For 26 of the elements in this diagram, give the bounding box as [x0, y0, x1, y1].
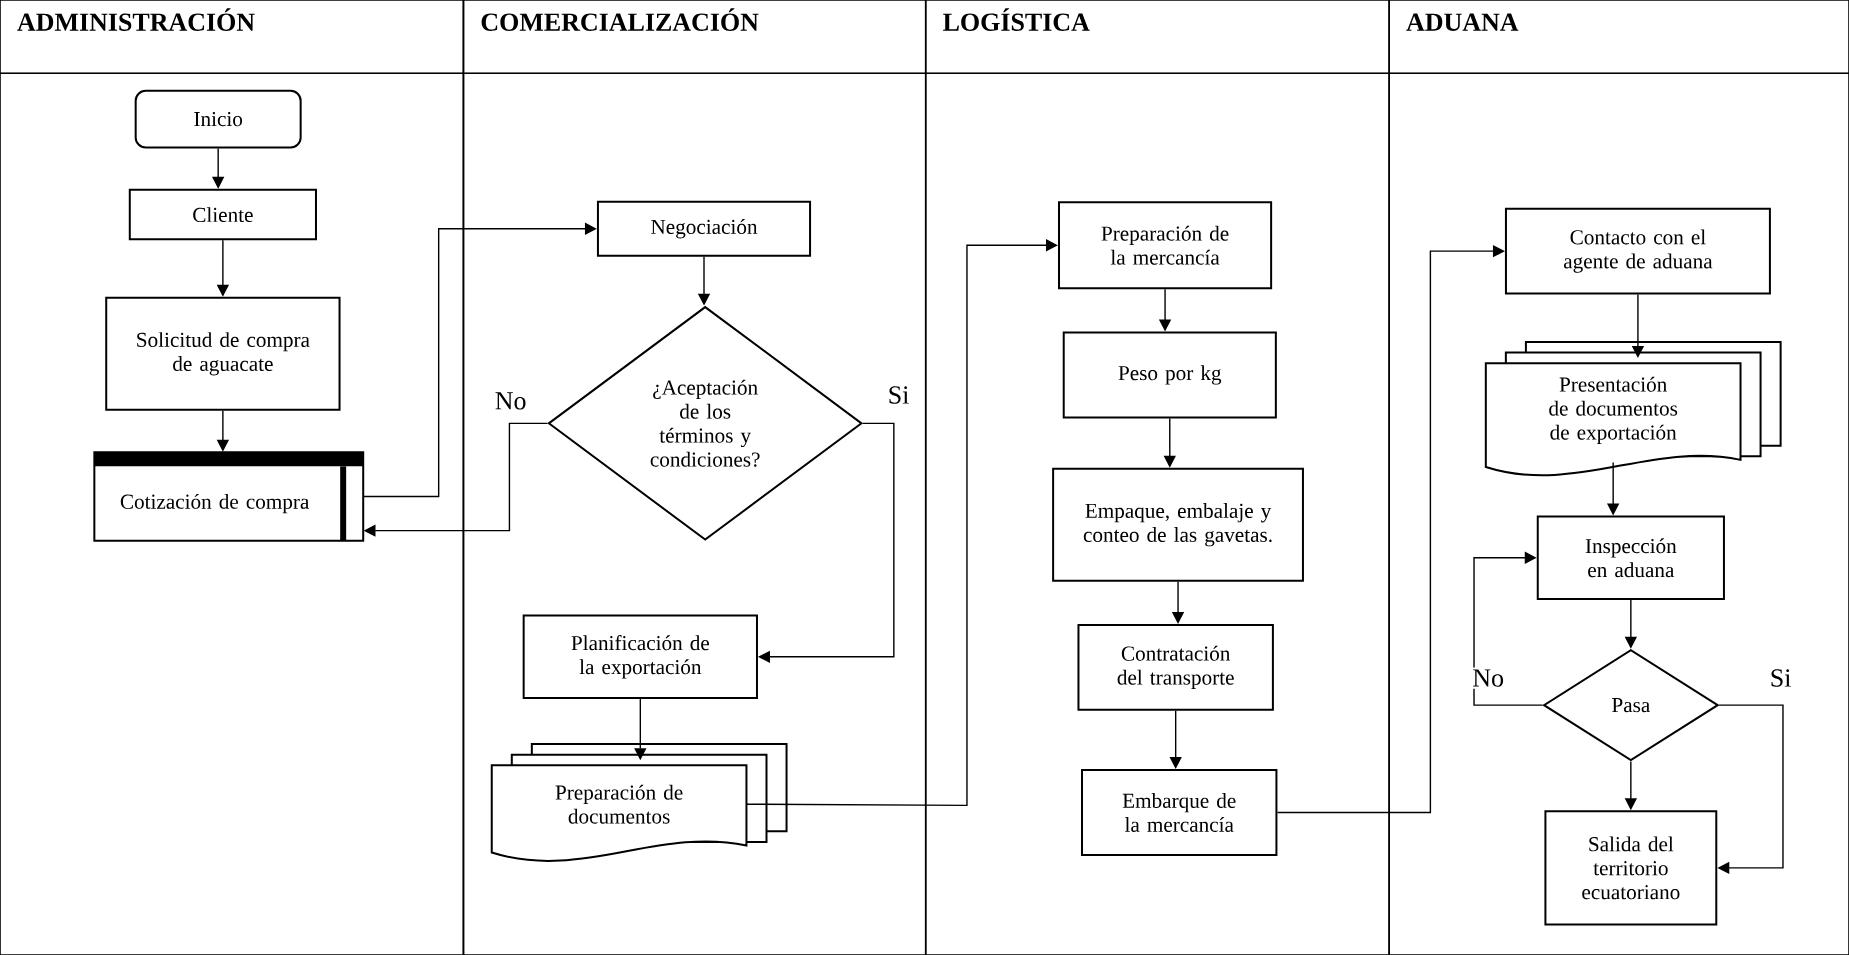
- edge-label: No: [492, 390, 529, 412]
- process-box: Salida del territorio ecuatoriano: [1544, 810, 1718, 926]
- process-box: Solicitud de compra de aguacate: [105, 296, 341, 411]
- arrow: [1276, 244, 1505, 814]
- process-box: Contacto con el agente de aduana: [1504, 207, 1771, 295]
- edge-label: Si: [885, 384, 912, 406]
- process-box: Cliente: [128, 188, 317, 241]
- arrow: [362, 222, 597, 498]
- edge-label: No: [1470, 667, 1507, 689]
- arrow: [758, 422, 895, 663]
- process-box: Inicio: [134, 89, 302, 149]
- process-box: Planificación de la exportación: [522, 614, 758, 699]
- process-box: Contratación del transporte: [1077, 623, 1274, 711]
- process-box: Inspección en aduana: [1536, 515, 1725, 600]
- process-box: Negociación: [596, 200, 812, 257]
- process-box: Preparación de la mercancía: [1058, 201, 1273, 290]
- process-box: Empaque, embalaje y conteo de las gavetas.: [1052, 467, 1304, 582]
- process-box: Peso por kg: [1062, 331, 1277, 419]
- process-box: Embarque de la mercancía: [1081, 769, 1278, 856]
- edge-label: Si: [1767, 667, 1794, 689]
- arrow: [1169, 710, 1182, 769]
- document-stack: Preparación de documentos: [490, 743, 788, 862]
- document-box: Cotización de compra: [93, 451, 365, 542]
- arrow: [1473, 551, 1544, 706]
- arrow: [746, 239, 1058, 807]
- document-stack: Presentación de documentos de exportación: [1484, 340, 1782, 477]
